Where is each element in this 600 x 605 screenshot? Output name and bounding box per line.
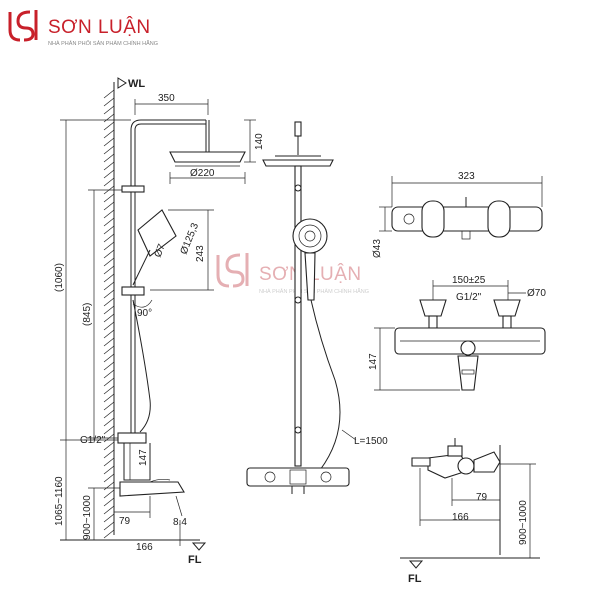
hatch-line — [103, 505, 115, 515]
hatch-line — [103, 473, 115, 483]
hatch-line — [103, 457, 115, 467]
dim-hand-height: 243 — [195, 245, 206, 262]
fl-marker-right: FL — [408, 560, 424, 585]
mixer-top-view: 323 Ø43 — [372, 171, 543, 258]
hatch-line — [103, 137, 115, 147]
dim-mixer-dia43: Ø43 — [372, 239, 383, 258]
hatch-line — [103, 385, 115, 395]
hatch-line — [103, 105, 115, 115]
hatch-line — [103, 337, 115, 347]
brand-name: SƠN LUẬN — [48, 16, 151, 38]
dim-total-height: (1060) — [54, 263, 65, 292]
hatch-line — [103, 193, 115, 203]
hatch-line — [103, 529, 115, 539]
hatch-line — [103, 169, 115, 179]
hatch-line — [103, 513, 115, 523]
hatch-line — [103, 465, 115, 475]
hatch-line — [103, 177, 115, 187]
label-hose-length: L=1500 — [354, 436, 388, 447]
dim-floor-height-left: 900~1000 — [82, 495, 93, 540]
dim-install-height: 1065~1160 — [54, 476, 65, 526]
hatch-line — [103, 345, 115, 355]
mixer-side-view: 79 166 900~1000 FL — [400, 438, 540, 585]
hatch-line — [103, 233, 115, 243]
dim-arm-length: 350 — [158, 93, 175, 104]
dim-angle: 90° — [137, 308, 152, 319]
fl-label-right: FL — [408, 573, 422, 585]
hatch-line — [103, 281, 115, 291]
hatch-line — [103, 369, 115, 379]
brand-tagline: NHÀ PHÂN PHỐI SẢN PHẨM CHÍNH HÃNG — [48, 40, 158, 47]
dim-spout-79-right: 79 — [476, 492, 488, 503]
front-view: L=1500 — [246, 121, 388, 494]
wl-marker: WL — [117, 77, 145, 90]
hatch-line — [103, 289, 115, 299]
hatch-line — [103, 145, 115, 155]
brand-logo: SƠN LUẬN NHÀ PHÂN PHỐI SẢN PHẨM CHÍNH HÃ… — [8, 10, 158, 47]
dim-floor-height-right: 900~1000 — [518, 500, 529, 545]
hatch-line — [103, 489, 115, 499]
dim-centers: 150±25 — [452, 275, 486, 286]
hatch-line — [103, 265, 115, 275]
dim-spout-166-right: 166 — [452, 512, 469, 523]
hatch-line — [103, 153, 115, 163]
watermark: SƠN LUẬN NHÀ PHÂN PHỐI SẢN PHẨM CHÍNH HÃ… — [216, 253, 369, 295]
dim-hand-dia2: Ø7 — [153, 242, 168, 259]
hatch-line — [103, 161, 115, 171]
hatch-line — [103, 217, 115, 227]
hatch-line — [103, 329, 115, 339]
dim-mixer-width: 323 — [458, 171, 475, 182]
dim-mixer-height-left: 147 — [138, 449, 149, 466]
dim-spout-166-left: 166 — [136, 542, 153, 553]
dim-flange-dia: Ø70 — [527, 288, 546, 299]
hatch-line — [103, 361, 115, 371]
hatch-line — [103, 89, 115, 99]
logo-mark-icon — [8, 10, 38, 42]
hatch-line — [103, 481, 115, 491]
hatch-line — [103, 441, 115, 451]
wall-hatching — [103, 82, 115, 539]
hatch-line — [103, 313, 115, 323]
hatch-line — [103, 393, 115, 403]
dim-bar-height: (845) — [82, 303, 93, 326]
hatch-line — [103, 97, 115, 107]
hatch-line — [103, 121, 115, 131]
hatch-line — [103, 425, 115, 435]
hatch-line — [103, 113, 115, 123]
hatch-line — [103, 305, 115, 315]
hatch-line — [103, 409, 115, 419]
hatch-line — [103, 201, 115, 211]
dim-head-diameter: Ø220 — [190, 168, 215, 179]
hatch-line — [103, 273, 115, 283]
hatch-line — [103, 377, 115, 387]
hatch-line — [103, 497, 115, 507]
side-view: WL 90° 350 — [54, 77, 265, 566]
hatch-line — [103, 353, 115, 363]
label-thread-right: G1/2" — [456, 292, 482, 303]
hatch-line — [103, 241, 115, 251]
hatch-line — [103, 521, 115, 531]
dim-mixer-height-right: 147 — [368, 353, 379, 370]
label-thread-left: G1/2" — [80, 435, 106, 446]
hatch-line — [103, 321, 115, 331]
hatch-line — [103, 297, 115, 307]
mixer-front-view: 150±25 G1/2" Ø70 147 — [368, 275, 546, 391]
hatch-line — [103, 401, 115, 411]
hatch-line — [103, 449, 115, 459]
fl-label-left: FL — [188, 554, 202, 566]
hatch-line — [103, 129, 115, 139]
hatch-line — [103, 225, 115, 235]
hatch-line — [103, 249, 115, 259]
hatch-line — [103, 257, 115, 267]
wl-label: WL — [128, 78, 145, 90]
dim-spout-79-left: 79 — [119, 516, 131, 527]
dim-head-height: 140 — [254, 133, 265, 150]
watermark-logo-icon — [216, 253, 249, 288]
hatch-line — [103, 417, 115, 427]
hatch-line — [103, 209, 115, 219]
fl-marker-left: FL — [188, 542, 207, 566]
